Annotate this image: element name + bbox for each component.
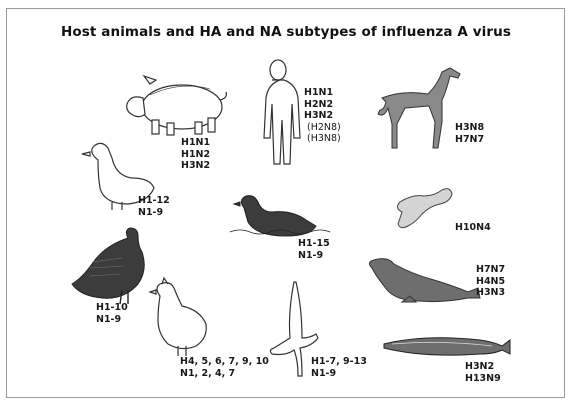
turkey-subtype-2: N1-9	[96, 314, 128, 326]
turkey-icon	[72, 228, 144, 304]
turkey-subtype-1: H1-10	[96, 302, 128, 314]
human-subtypes: H1N1 H2N2 H3N2 (H2N8) (H3N8)	[304, 87, 341, 145]
gull-subtypes: H1-7, 9-13 N1-9	[311, 356, 367, 379]
chicken-subtype-2: N1, 2, 4, 7	[180, 368, 269, 380]
chicken-subtype-1: H4, 5, 6, 7, 9, 10	[180, 356, 269, 368]
duck-subtype-2: N1-9	[138, 207, 170, 219]
shorebird-icon	[230, 196, 330, 236]
seal-subtype-3: H3N3	[476, 287, 505, 299]
chicken-subtypes: H4, 5, 6, 7, 9, 10 N1, 2, 4, 7	[180, 356, 269, 379]
human-subtype-2: H2N2	[304, 99, 341, 111]
whale-subtype-1: H3N2	[465, 361, 501, 373]
pig-subtypes: H1N1 H1N2 H3N2	[181, 137, 210, 172]
horse-subtype-1: H3N8	[455, 122, 484, 134]
human-subtype-1: H1N1	[304, 87, 341, 99]
horse-subtypes: H3N8 H7N7	[455, 122, 484, 145]
human-subtype-5: (H3N8)	[307, 133, 341, 145]
gull-subtype-2: N1-9	[311, 368, 367, 380]
mink-icon	[397, 189, 452, 228]
shorebird-subtype-2: N1-9	[298, 250, 330, 262]
shorebird-subtype-1: H1-15	[298, 238, 330, 250]
horse-subtype-2: H7N7	[455, 134, 484, 146]
chicken-icon	[150, 278, 206, 356]
gull-subtype-1: H1-7, 9-13	[311, 356, 367, 368]
mink-subtypes: H10N4	[455, 222, 491, 234]
seal-subtypes: H7N7 H4N5 H3N3	[476, 264, 505, 299]
pig-subtype-3: H3N2	[181, 160, 210, 172]
pig-icon	[127, 76, 227, 135]
seal-icon	[369, 259, 480, 302]
human-subtype-3: H3N2	[304, 110, 341, 122]
human-subtype-4: (H2N8)	[307, 122, 341, 134]
turkey-subtypes: H1-10 N1-9	[96, 302, 128, 325]
seal-subtype-2: H4N5	[476, 276, 505, 288]
whale-icon	[384, 338, 510, 355]
pig-subtype-2: H1N2	[181, 149, 210, 161]
duck-subtypes: H1-12 N1-9	[138, 195, 170, 218]
mink-subtype-1: H10N4	[455, 222, 491, 234]
seal-subtype-1: H7N7	[476, 264, 505, 276]
whale-subtypes: H3N2 H13N9	[465, 361, 501, 384]
horse-icon	[378, 68, 460, 148]
duck-subtype-1: H1-12	[138, 195, 170, 207]
human-icon	[264, 60, 300, 164]
shorebird-subtypes: H1-15 N1-9	[298, 238, 330, 261]
pig-subtype-1: H1N1	[181, 137, 210, 149]
whale-subtype-2: H13N9	[465, 373, 501, 385]
